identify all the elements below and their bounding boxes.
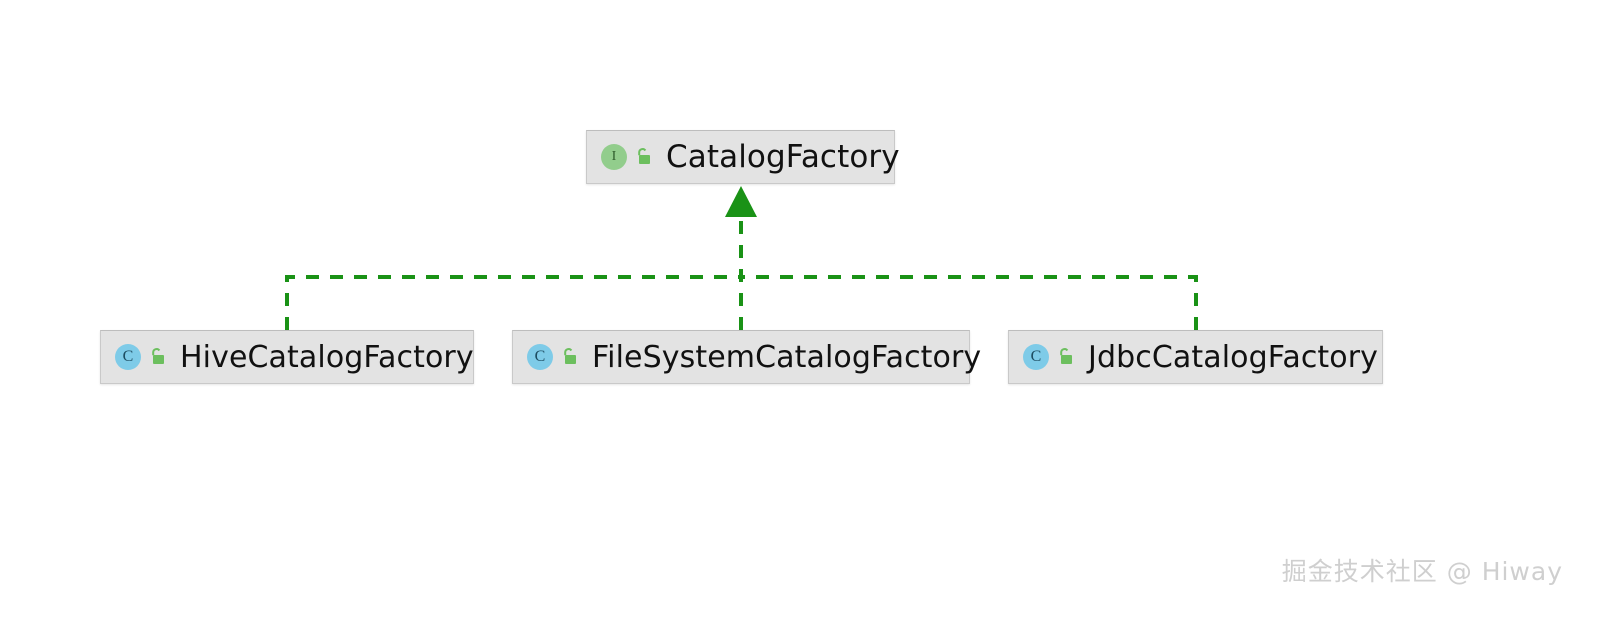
node-filesystem-catalog-factory[interactable]: C FileSystemCatalogFactory bbox=[512, 330, 981, 384]
interface-icon: I bbox=[601, 144, 627, 170]
unlocked-icon bbox=[152, 348, 164, 364]
edge-jdbc-to-catalogfactory bbox=[741, 275, 1198, 330]
node-label: JdbcCatalogFactory bbox=[1088, 339, 1379, 375]
node-icon-group: C bbox=[115, 344, 166, 370]
watermark: 掘金技术社区 @ Hiway bbox=[1281, 557, 1563, 586]
node-label: HiveCatalogFactory bbox=[180, 339, 474, 375]
realization-arrowhead bbox=[725, 186, 757, 217]
edge-hive-to-catalogfactory bbox=[285, 275, 741, 330]
node-hive-catalog-factory[interactable]: C HiveCatalogFactory bbox=[100, 330, 474, 384]
node-icon-group: C bbox=[1023, 344, 1074, 370]
node-label: FileSystemCatalogFactory bbox=[592, 339, 982, 375]
class-icon: C bbox=[115, 344, 141, 370]
node-icon-group: I bbox=[601, 144, 652, 170]
unlocked-icon bbox=[1060, 348, 1072, 364]
node-label: CatalogFactory bbox=[666, 139, 900, 175]
class-icon: C bbox=[1023, 344, 1049, 370]
unlocked-icon bbox=[638, 148, 650, 164]
unlocked-icon bbox=[564, 348, 576, 364]
node-icon-group: C bbox=[527, 344, 578, 370]
node-jdbc-catalog-factory[interactable]: C JdbcCatalogFactory bbox=[1008, 330, 1383, 384]
class-icon: C bbox=[527, 344, 553, 370]
node-catalog-factory[interactable]: I CatalogFactory bbox=[586, 130, 900, 184]
